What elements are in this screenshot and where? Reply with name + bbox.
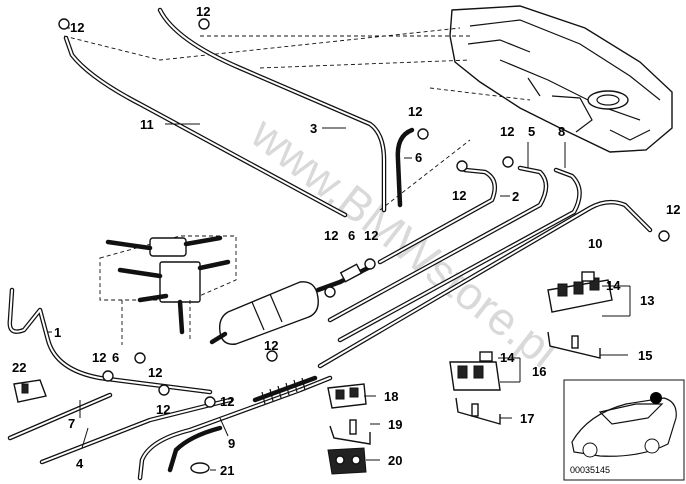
callout-17: 17 — [520, 411, 534, 426]
holder-15 — [547, 331, 601, 359]
callout-14-upper: 14 — [606, 278, 621, 293]
callout-18: 18 — [384, 389, 398, 404]
hose-sleeve-mid — [339, 263, 363, 283]
clamps — [58, 18, 670, 474]
callout-13: 13 — [640, 293, 654, 308]
callout-5: 5 — [528, 124, 535, 139]
callout-12-filter: 12 — [264, 338, 278, 353]
callout-12-tee: 12 — [452, 188, 466, 203]
pump-assembly — [99, 235, 237, 345]
callout-19: 19 — [388, 417, 402, 432]
callout-12-top-left: 12 — [70, 20, 84, 35]
hose-6-upper — [395, 127, 415, 208]
callout-12-top-mid: 12 — [196, 4, 210, 19]
callout-12-mid-a: 12 — [324, 228, 338, 243]
fuel-line-9 — [137, 375, 333, 481]
callout-12-far-right: 12 — [666, 202, 680, 217]
fuel-line-1 — [7, 287, 213, 395]
callout-12-right-a: 12 — [500, 124, 514, 139]
callout-9: 9 — [228, 436, 235, 451]
callout-12-above-6: 12 — [408, 104, 422, 119]
callout-3: 3 — [310, 121, 317, 136]
clip-18 — [327, 383, 367, 409]
callout-6-left: 6 — [112, 350, 119, 365]
leader-lines — [48, 27, 631, 471]
holder-16 — [449, 351, 501, 391]
callout-2: 2 — [512, 189, 519, 204]
callout-12-low-a: 12 — [156, 402, 170, 417]
clip-22 — [13, 379, 47, 403]
corrugated-hose — [252, 375, 318, 405]
ref-line-d — [429, 87, 531, 101]
callout-12-low-b: 12 — [220, 394, 234, 409]
callout-6-upper: 6 — [415, 150, 422, 165]
callout-15: 15 — [638, 348, 652, 363]
callout-1: 1 — [54, 325, 61, 340]
fuel-line-11 — [63, 35, 348, 218]
callout-8: 8 — [558, 124, 565, 139]
callout-14-lower: 14 — [500, 350, 515, 365]
fuel-line-4 — [39, 397, 233, 465]
callout-11: 11 — [140, 117, 154, 132]
fuel-filter — [209, 279, 343, 345]
fuel-tank — [449, 5, 673, 153]
diagram-code: 00035145 — [570, 465, 610, 475]
holder-17 — [455, 397, 501, 425]
callout-22: 22 — [12, 360, 26, 375]
callout-labels: 12 12 11 3 12 6 12 12 5 8 2 12 10 12 6 1… — [12, 4, 680, 478]
callout-4: 4 — [76, 456, 84, 471]
callout-6-mid: 6 — [348, 228, 355, 243]
fuel-line-3 — [157, 7, 387, 213]
ref-line-c — [259, 59, 471, 69]
ref-line-e — [379, 139, 471, 211]
clip-19 — [329, 419, 371, 445]
fuel-lines-5-8-10-2 — [317, 165, 653, 369]
callout-10: 10 — [588, 236, 602, 251]
callout-12-left: 12 — [92, 350, 106, 365]
holder-13 — [547, 271, 613, 313]
callout-12-left-b: 12 — [148, 365, 162, 380]
clip-20 — [327, 447, 367, 475]
callout-21: 21 — [220, 463, 234, 478]
callout-12-mid-b: 12 — [364, 228, 378, 243]
car-inset: 00035145 — [563, 379, 685, 481]
clamp-21-shape — [190, 462, 210, 474]
callout-16: 16 — [532, 364, 546, 379]
callout-20: 20 — [388, 453, 402, 468]
ref-line-a — [63, 27, 461, 61]
callout-7: 7 — [68, 416, 75, 431]
